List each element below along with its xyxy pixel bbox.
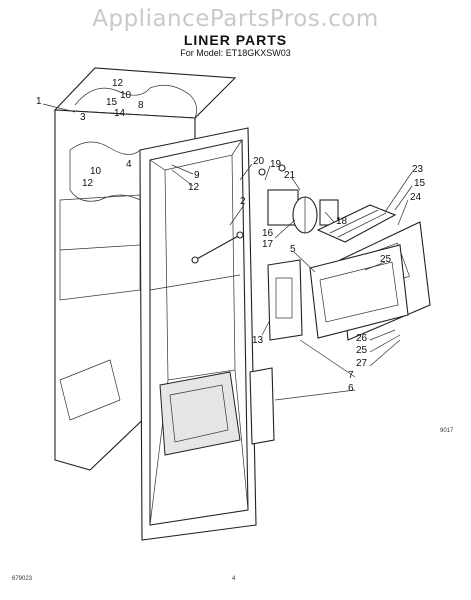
callout-23: 23: [412, 164, 424, 175]
callout-8: 8: [138, 100, 144, 111]
callout-12: 12: [112, 78, 124, 89]
rod-part-2: [194, 234, 241, 261]
callout-10: 10: [120, 90, 132, 101]
callout-24: 24: [410, 192, 422, 203]
fan-motor-assembly: [258, 164, 339, 234]
callout-25-b: 25: [356, 345, 368, 356]
callout-12-b: 12: [82, 178, 94, 189]
page-number: 4: [232, 576, 236, 582]
callout-9: 9: [194, 170, 200, 181]
cabinet-top: [53, 67, 237, 119]
callout-27: 27: [356, 358, 368, 369]
callout-12-c: 12: [188, 182, 200, 193]
figure-code: 9017: [440, 428, 454, 434]
diagram-title: LINER PARTS: [183, 32, 288, 48]
callout-26: 26: [356, 333, 368, 344]
leader-lines: [42, 103, 413, 401]
callout-6: 6: [348, 383, 354, 394]
model-line: For Model: ET18GKXSW03: [180, 48, 291, 58]
callout-2: 2: [240, 196, 246, 207]
callout-labels: 1 3 12 10 15 14 8 4 10 12 9 12 20 19 21 …: [36, 78, 426, 394]
callout-16: 16: [262, 228, 274, 239]
watermark-text: AppliancePartsPros.com: [92, 6, 379, 32]
baffle-13: [267, 259, 303, 341]
callout-15-b: 15: [414, 178, 426, 189]
callout-5: 5: [290, 244, 296, 255]
callout-7: 7: [348, 370, 354, 381]
callout-4: 4: [126, 159, 132, 170]
callout-13: 13: [252, 335, 264, 346]
callout-18: 18: [336, 216, 348, 227]
plate-6: [249, 367, 275, 445]
callout-25: 25: [380, 254, 392, 265]
callout-19: 19: [270, 159, 282, 170]
document-code: 679023: [12, 576, 33, 582]
callout-15: 15: [106, 97, 118, 108]
cover-panel-5: [309, 244, 409, 339]
callout-20: 20: [253, 156, 265, 167]
callout-3: 3: [80, 112, 86, 123]
callout-10-b: 10: [90, 166, 102, 177]
evaporator-coil: [316, 204, 397, 243]
callout-1: 1: [36, 96, 42, 107]
callout-21: 21: [284, 170, 296, 181]
callout-17: 17: [262, 239, 274, 250]
callout-14: 14: [114, 108, 126, 119]
